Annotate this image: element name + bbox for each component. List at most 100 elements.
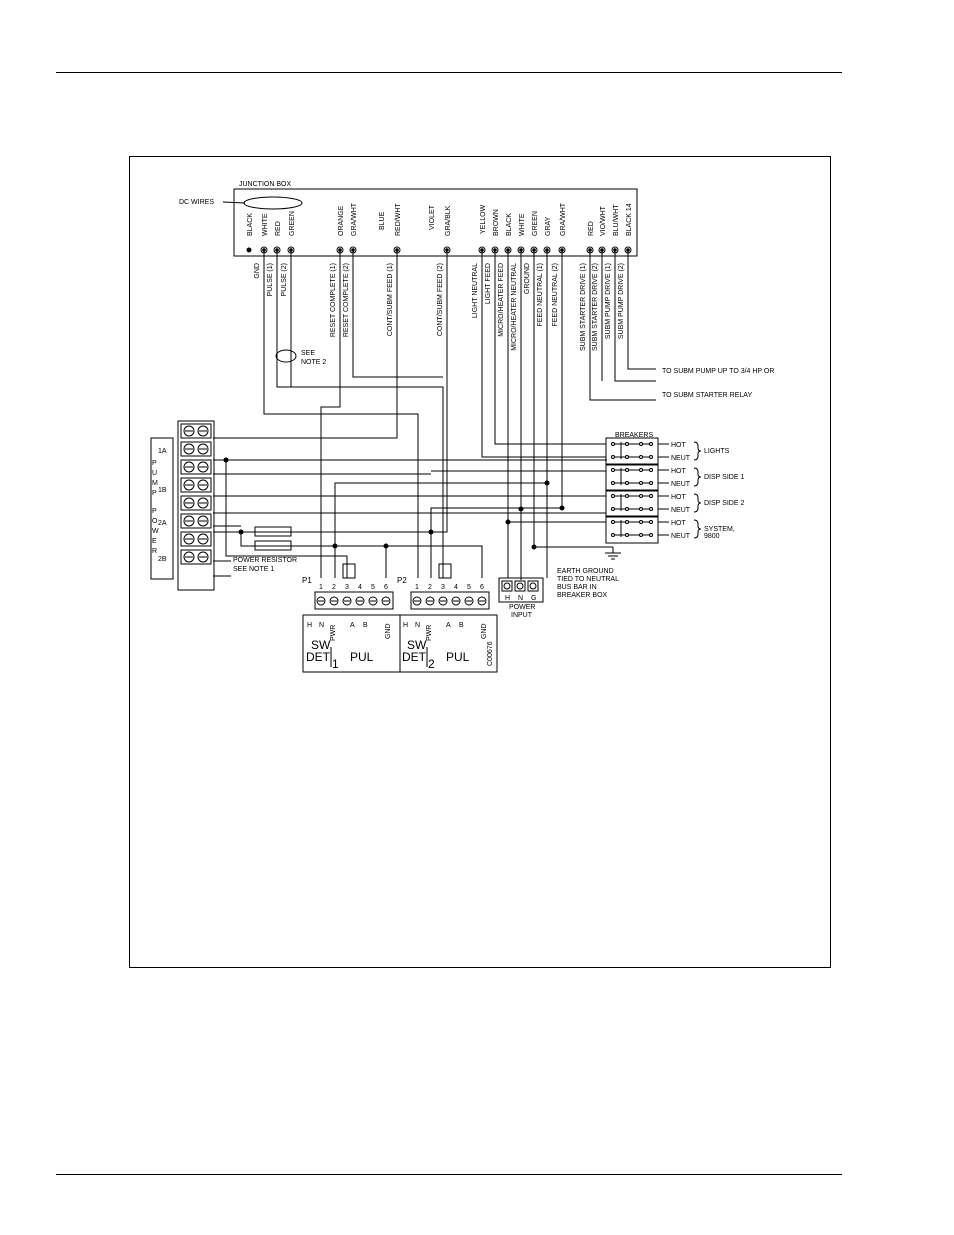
board-sw-label: SW [407,638,427,652]
breaker-contact [625,533,629,537]
strip-screw [197,533,209,545]
pump-power-letter: U [152,470,157,477]
wire-color-label: RED [275,221,282,236]
breaker-contact [625,442,629,446]
pin-function-label: N [415,622,420,629]
power-input-terminal [527,580,539,592]
strip-terminal [180,495,212,511]
terminal-2a: 2A [158,520,167,527]
pin-screw [368,596,378,606]
wire-junction-dot [505,519,511,525]
diagram-element [225,460,348,578]
breaker-contact [639,533,643,537]
pin-number: 1 [319,584,323,591]
pump-power-letter: R [152,548,157,555]
breaker-contact [649,481,653,485]
breaker-neut-label: NEUT [671,455,691,462]
power-input-label-2: INPUT [511,612,533,619]
wire-function-label: PULSE (2) [281,263,288,296]
wire-junction-dot [383,543,389,549]
pin-function-label: GND [481,623,488,639]
pin-function-label: PWR [426,625,433,641]
dc-wires-leader [222,201,246,204]
breaker-brace [693,493,702,513]
pin-screw [355,596,365,606]
strip-screws [180,423,212,565]
breaker-contact [625,520,629,524]
power-resistor-1 [254,526,292,537]
pin-screw [464,596,474,606]
breaker-group-label-2: 9800 [704,533,720,540]
strip-terminal [180,477,212,493]
pin-screw [477,596,487,606]
breaker-contact [611,494,615,498]
pump-power-letter: M [152,480,158,487]
wire-color-label: VIO/WHT [600,205,607,236]
wire-junction-dot [428,529,434,535]
diagram-element [334,250,548,578]
wire-color-label: BLACK 14 [626,203,633,236]
wire-color-label: GRAY [545,216,552,236]
diagram-element [263,250,419,578]
dc-wires-label: DC WIRES [179,199,214,206]
power-resistor-note: SEE NOTE 1 [233,566,274,573]
diagram-element [240,532,387,578]
strip-terminal [180,423,212,439]
wire-color-label: GREEN [289,211,296,236]
wire-function-label: SUBM STARTER DRIVE (1) [580,263,587,351]
pin-number: 4 [454,584,458,591]
to-subm-pump-label: TO SUBM PUMP UP TO 3/4 HP OR [662,368,774,375]
breaker-box [605,489,659,518]
board-unit-number: 2 [428,657,435,671]
wire-function-label: GND [254,263,261,279]
earth-ground-symbol [605,547,621,560]
diagram-element: EARTH GROUND [557,568,614,575]
breaker-contact [625,481,629,485]
wire-function-label: MICRO/HEATER NEUTRAL [511,263,518,351]
wire-junction-dot [559,505,565,511]
wire-function-label: FEED NEUTRAL (2) [552,263,559,327]
strip-terminal [180,459,212,475]
breaker-hot-label: HOT [671,494,687,501]
wire-color-label: WHITE [519,213,526,236]
pump-power-letter: P [152,508,157,515]
pin-number: 4 [358,584,362,591]
strip-screw [197,515,209,527]
wire-color-label: GRA/BLK [445,205,452,236]
pin-number: 3 [345,584,349,591]
strip-screw [197,551,209,563]
bottom-rule [56,1174,842,1175]
board-det-label: DET [306,650,331,664]
breaker-neut-label: NEUT [671,481,691,488]
board-unit-number: 1 [332,657,339,671]
breaker-contact [611,468,615,472]
strip-terminal [180,531,212,547]
pump-terminal-strip [177,420,215,591]
pin-number: 6 [384,584,388,591]
wire-color-label: RED/WHT [395,203,402,236]
dc-wires-bundle [243,196,303,210]
breaker-contact [639,442,643,446]
diagram-element [320,250,341,578]
strip-screw [183,461,195,473]
breaker-group-label: LIGHTS [704,448,730,455]
pin-function-label: H [403,622,408,629]
power-resistor-2 [254,540,292,551]
pin-function-label: A [350,622,355,629]
breaker-contact [649,468,653,472]
wire-color-blue: BLUE [379,211,386,230]
pin-number: 5 [467,584,471,591]
breaker-contact [611,442,615,446]
pin-header-p1 [314,591,394,610]
breakers-title: BREAKERS [615,432,653,439]
power-input-label: POWER [509,604,535,611]
pump-power-letter: E [152,538,157,545]
note-2-marker [275,349,297,363]
pin-number: 2 [428,584,432,591]
strip-screw [183,551,195,563]
power-input-screw [529,582,537,590]
